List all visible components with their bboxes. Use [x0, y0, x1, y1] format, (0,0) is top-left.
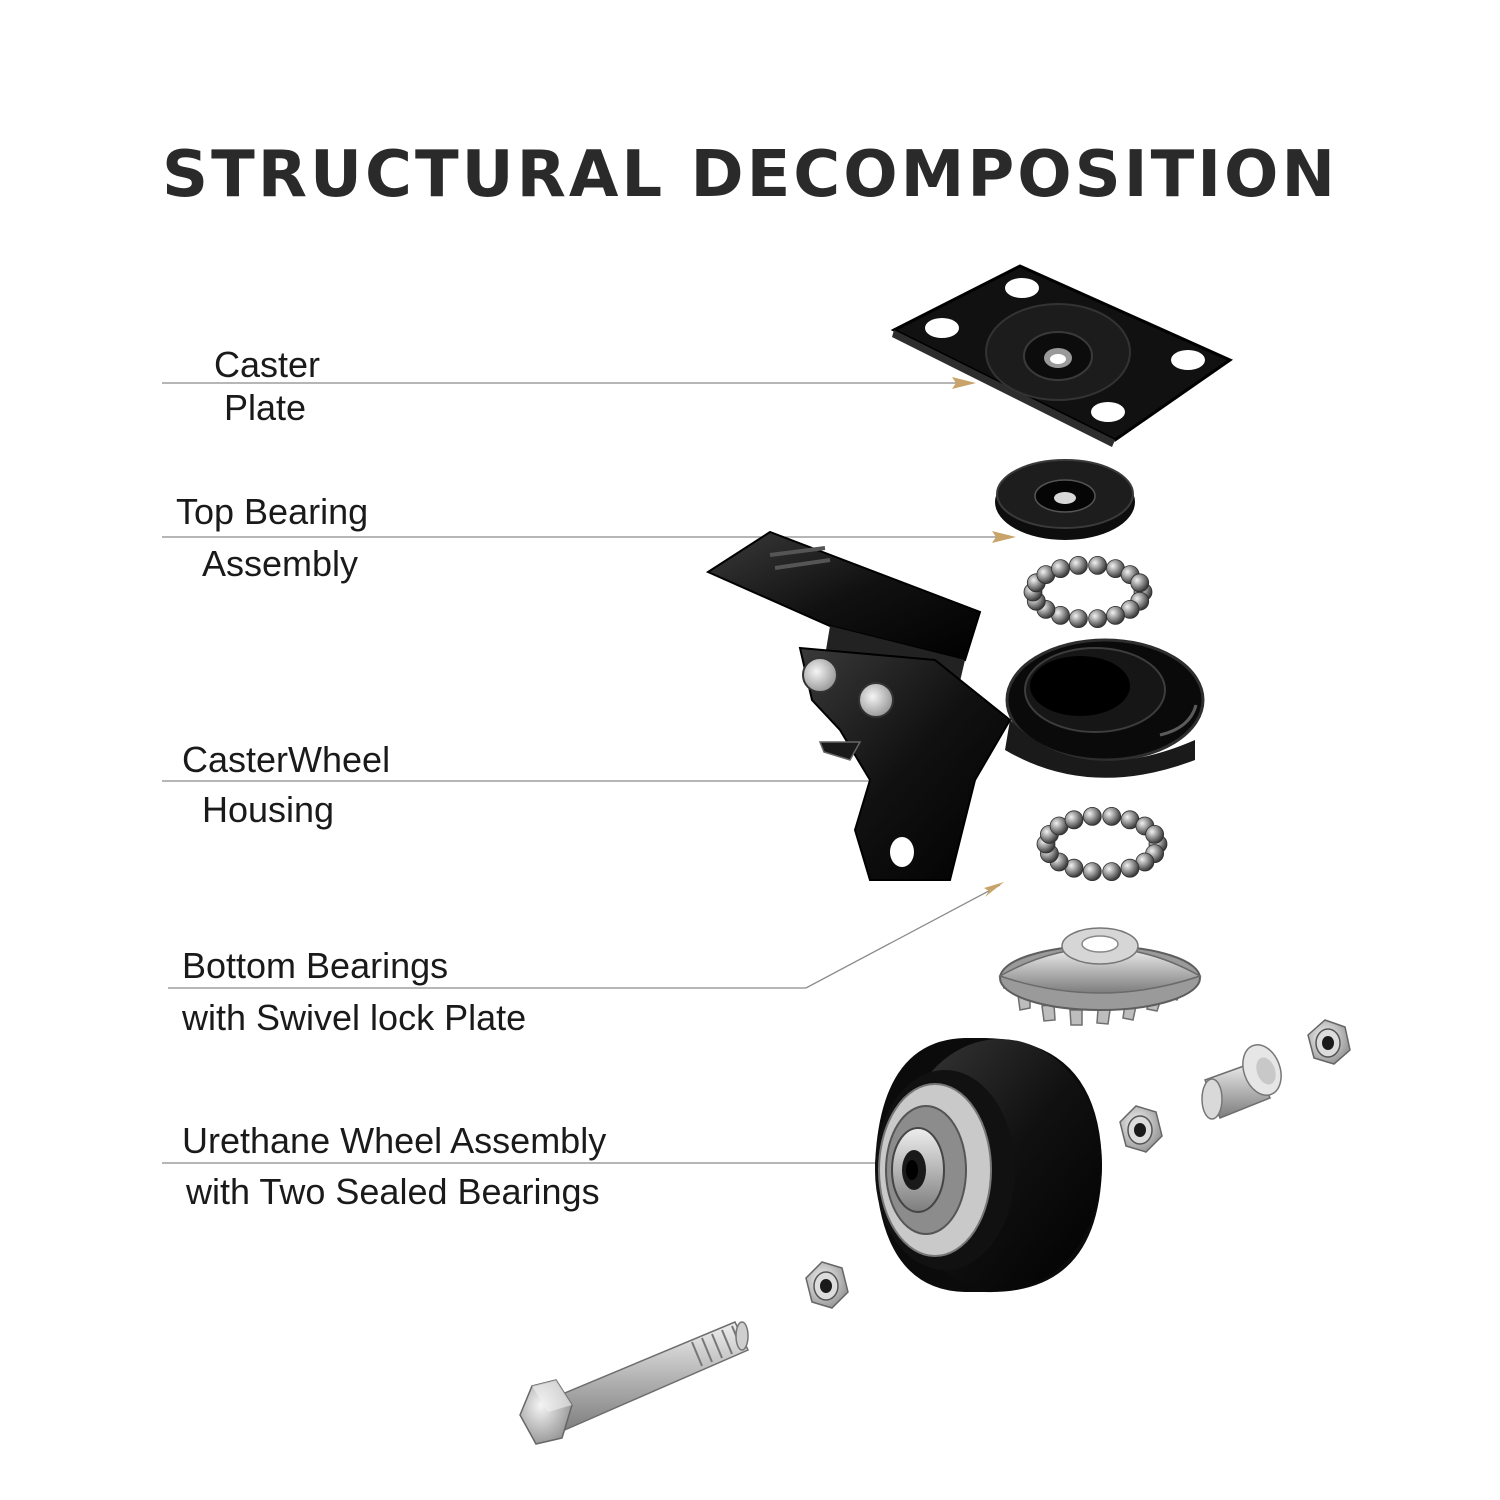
bottom-bearings-label-line2: with Swivel lock Plate: [182, 997, 527, 1038]
bearing-ball: [1102, 862, 1122, 881]
bearing-ball: [1088, 609, 1107, 628]
bearing-ball: [1051, 559, 1070, 578]
caster-plate-label-line1: Caster: [214, 344, 321, 385]
bearing-ball: [1082, 862, 1102, 881]
axle-sleeve-part: [1201, 1044, 1282, 1120]
axle-bolt-part: [519, 1321, 750, 1445]
caster-wheel-housing-part: [705, 530, 1205, 881]
arrow-caster-plate: [952, 377, 976, 389]
housing-label-line2: Housing: [202, 789, 335, 830]
bearing-ball: [1069, 609, 1088, 628]
lock-nut-part: [1307, 1019, 1351, 1065]
bearing-ball: [1088, 556, 1107, 575]
top-bearing-label-line1: Top Bearing: [176, 491, 369, 532]
bearing-ball: [1064, 810, 1084, 830]
bearing-ball: [1082, 807, 1102, 826]
bottom-ball-ring-part: [1036, 807, 1168, 881]
bearing-ball: [1106, 606, 1125, 625]
bearing-ball: [1069, 556, 1088, 575]
top-bearing-label-line2: Assembly: [202, 543, 359, 584]
arrow-bottom-bearings: [984, 882, 1004, 897]
bearing-ball: [1102, 807, 1122, 826]
wheel-label-line2: with Two Sealed Bearings: [186, 1171, 600, 1212]
bearing-ball: [1130, 573, 1150, 593]
lock-nut-part: [1119, 1105, 1163, 1153]
lock-nut-part: [805, 1261, 849, 1309]
top-ball-ring-part: [1023, 556, 1153, 628]
bottom-bearings-label-line1: Bottom Bearings: [182, 945, 449, 986]
swivel-lock-plate-part: [998, 927, 1202, 1026]
leader-lines: [162, 382, 1010, 1164]
bearing-ball: [1145, 825, 1164, 844]
housing-label-line1: CasterWheel: [182, 739, 391, 780]
leader-line-bottom-bearings: [168, 884, 1001, 989]
urethane-wheel-part: [875, 1038, 1102, 1293]
caster-plate-label-line2: Plate: [224, 387, 307, 428]
arrow-top-bearing: [992, 531, 1016, 543]
bearing-ball: [1120, 858, 1140, 878]
wheel-label-line1: Urethane Wheel Assembly: [182, 1120, 607, 1161]
page-title: STRUCTURAL DECOMPOSITION: [161, 138, 1339, 212]
top-bearing-cup-part: [995, 459, 1135, 540]
caster-plate-part: [890, 264, 1234, 447]
